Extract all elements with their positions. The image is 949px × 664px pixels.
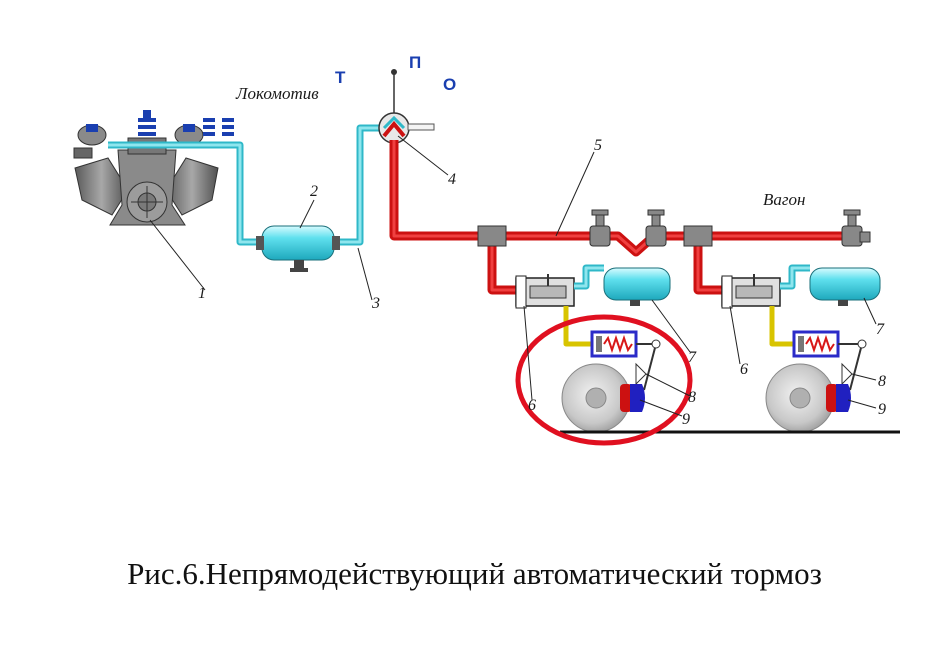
compressor-fins (138, 110, 234, 136)
auxiliary-reservoir-1 (603, 267, 671, 306)
brake-rigging-1 (635, 339, 661, 391)
label-4: 4 (448, 171, 456, 188)
label-locomotive: Локомотив (235, 84, 319, 103)
label-3: 3 (371, 295, 380, 312)
brake-cylinder-2 (792, 330, 860, 358)
main-air-line (108, 124, 380, 246)
main-reservoir (256, 225, 340, 272)
brake-cylinder-1 (590, 330, 654, 358)
wheel-2 (765, 363, 835, 433)
compressor (73, 110, 234, 226)
label-6-right: 6 (740, 361, 748, 378)
valve-position-t: Т (335, 68, 346, 87)
brake-line-fittings (477, 209, 871, 247)
wheel-1 (561, 363, 631, 433)
label-5: 5 (594, 137, 602, 154)
brake-shoe-2 (826, 384, 851, 412)
label-8-left: 8 (688, 389, 696, 406)
air-distributor-1 (515, 274, 575, 309)
brake-line (389, 140, 850, 295)
drivers-brake-valve (378, 69, 435, 144)
highlight-circle (515, 314, 693, 446)
label-2: 2 (310, 183, 318, 200)
valve-position-p: П (409, 53, 421, 72)
air-distributor-2 (721, 274, 781, 309)
label-8-right: 8 (878, 373, 886, 390)
label-9-right: 9 (878, 401, 886, 418)
label-6-left: 6 (528, 397, 536, 414)
valve-position-o: О (443, 75, 456, 94)
brake-shoe-1 (620, 384, 645, 412)
brake-rigging-2 (841, 339, 867, 391)
label-7-right: 7 (876, 321, 885, 338)
auxiliary-reservoir-2 (809, 267, 881, 306)
figure-caption: Рис.6.Непрямодействующий автоматический … (127, 556, 822, 591)
label-9-left: 9 (682, 411, 690, 428)
leader-lines (149, 135, 877, 417)
label-wagon: Вагон (763, 190, 805, 209)
label-1: 1 (198, 285, 206, 302)
label-7-left: 7 (688, 349, 697, 366)
